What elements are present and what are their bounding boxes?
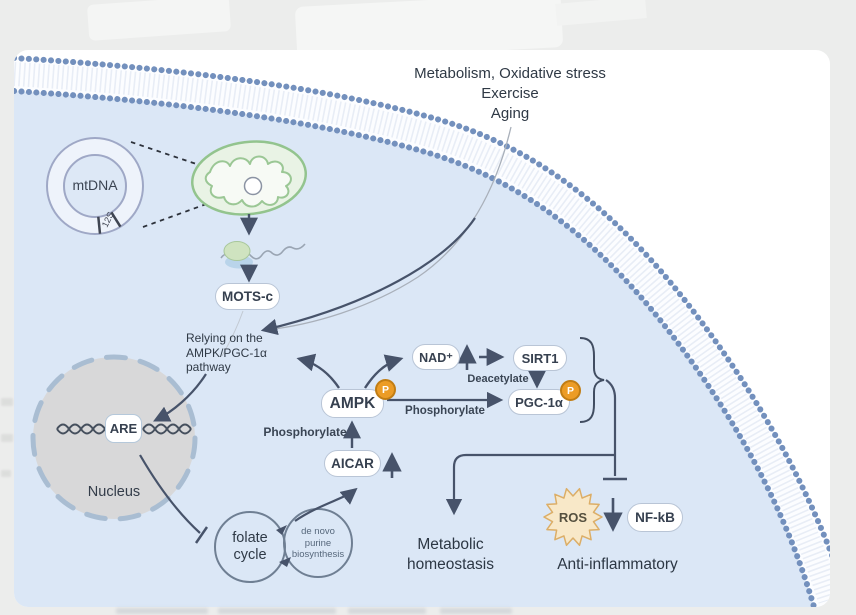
cell-membrane	[14, 55, 830, 607]
inner-lipid-heads	[14, 88, 817, 607]
cropped-caption-fragment	[116, 608, 208, 614]
output-lines	[445, 379, 627, 532]
cropped-caption-fragment	[440, 608, 512, 614]
nad-label: NAD⁺	[419, 350, 453, 365]
nad-node: NAD⁺	[412, 344, 460, 370]
are-label: ARE	[109, 421, 138, 436]
ribosome-icon	[220, 241, 306, 269]
phospho-letter: P	[381, 383, 389, 396]
dna-helix-icon	[56, 423, 192, 435]
folate-cycle-label: folate cycle	[232, 530, 268, 563]
ampk-label: AMPK	[329, 394, 376, 412]
mitochondrion-icon	[191, 140, 307, 216]
ampk-node: AMPK	[321, 389, 384, 418]
aicar-label: AICAR	[331, 456, 374, 471]
mtdna-label: mtDNA	[72, 177, 118, 193]
arrow-ampk-left	[296, 353, 340, 389]
motsc-leader-faint	[221, 310, 244, 357]
page-margin-artifact	[1, 470, 11, 477]
cropped-caption-fragment	[218, 608, 336, 614]
mtdna-locus	[243, 176, 263, 196]
pgc1a-label: PGC-1α	[515, 394, 563, 410]
sirt1-label: SIRT1	[521, 350, 559, 366]
nfkb-label: NF-kB	[635, 510, 675, 525]
motsc-node: MOTS-c	[215, 283, 280, 310]
cycle-arrowhead	[279, 557, 291, 567]
mtdna-zoom-lines	[130, 141, 237, 228]
nucleus-label: Nucleus	[87, 484, 141, 500]
mtdna-plasmid-icon: 12S	[46, 137, 144, 235]
motsc-label: MOTS-c	[221, 289, 273, 304]
inhibit-nucleus-to-folate	[139, 454, 209, 544]
arrow-denovo-to-aicar	[294, 487, 358, 522]
ros-starburst-icon	[543, 487, 603, 547]
lipid-tails	[14, 62, 830, 604]
page-margin-artifact	[1, 434, 13, 442]
arrow-ampk-to-nad	[363, 354, 404, 389]
phospho-badge-pgc1a: P	[560, 380, 581, 401]
relying-pathway-label: Relying on the AMPK/PGC-1α pathway	[186, 331, 267, 374]
nfkb-node: NF-kB	[627, 503, 683, 532]
metabolic-homeostasis-label: Metabolic homeostasis	[406, 536, 494, 573]
stimuli-label: Metabolism, Oxidative stress Exercise Ag…	[414, 65, 606, 122]
de-novo-label: de novo purine biosynthesis	[291, 526, 345, 560]
aicar-node: AICAR	[324, 450, 381, 477]
sirt1-node: SIRT1	[513, 345, 567, 371]
arrow-relying-to-are	[153, 373, 207, 422]
phosphorylate-ampk-label: Phosphorylate	[263, 425, 347, 439]
are-node: ARE	[105, 414, 142, 443]
page-margin-artifact	[1, 398, 13, 406]
cropped-caption-fragment	[348, 608, 426, 614]
outer-lipid-heads	[14, 55, 830, 597]
pgc1a-node: PGC-1α	[508, 389, 570, 415]
phosphorylate-pgc-label: Phosphorylate	[405, 405, 485, 417]
phospho-badge-ampk: P	[375, 379, 396, 400]
stimuli-arrow	[260, 217, 476, 335]
anti-inflammatory-label: Anti-inflammatory	[557, 556, 678, 573]
group-brace	[579, 337, 605, 423]
deacetylate-label: Deacetylate	[467, 373, 529, 385]
stimuli-leader-line	[265, 126, 512, 331]
phospho-letter: P	[566, 384, 574, 397]
cycle-arrowhead	[276, 525, 287, 535]
ros-label: ROS	[558, 510, 588, 525]
